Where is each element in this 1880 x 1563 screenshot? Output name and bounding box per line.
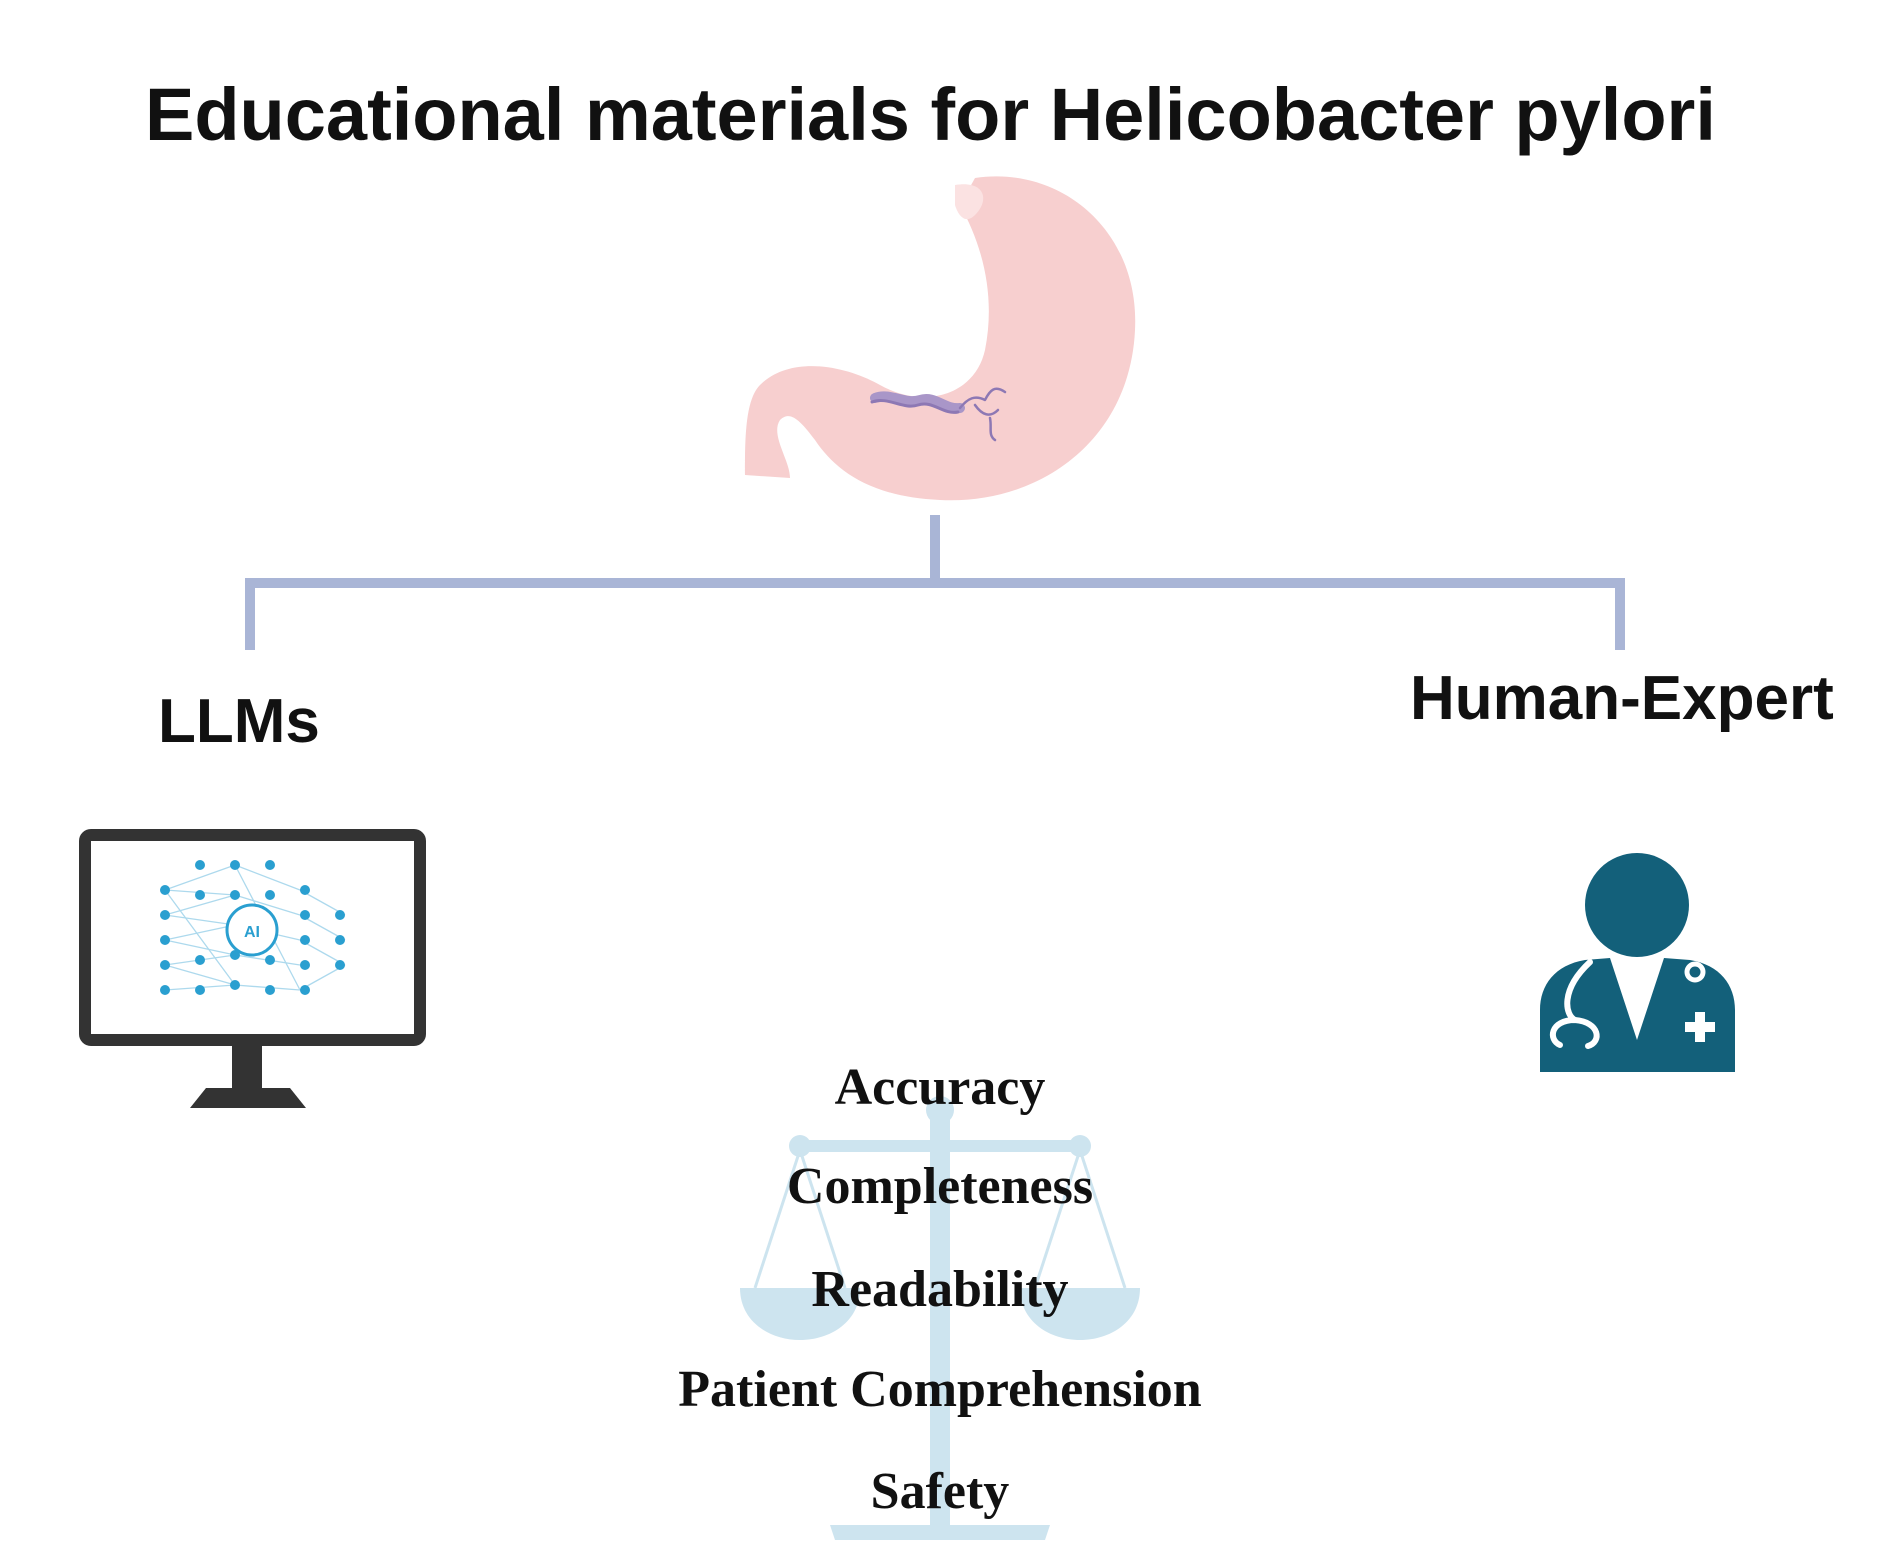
svg-text:AI: AI [244,924,260,941]
diagram-title: Educational materials for Helicobacter p… [145,73,1716,156]
criterion-safety: Safety [870,1463,1010,1520]
doctor-icon [1540,853,1735,1072]
stomach-with-bacteria-icon [745,176,1136,501]
criterion-accuracy: Accuracy [834,1059,1046,1116]
criterion-patient-comprehension: Patient Comprehension [678,1361,1202,1418]
ai-monitor-icon: AI [79,829,426,1108]
balance-scale-icon [740,1096,1140,1540]
llms-label: LLMs [158,687,320,756]
human-expert-label: Human-Expert [1410,664,1834,733]
criterion-readability: Readability [811,1261,1069,1318]
connector-lines [245,515,1625,650]
bacteria-icon [870,387,1007,442]
criterion-completeness: Completeness [786,1158,1094,1215]
